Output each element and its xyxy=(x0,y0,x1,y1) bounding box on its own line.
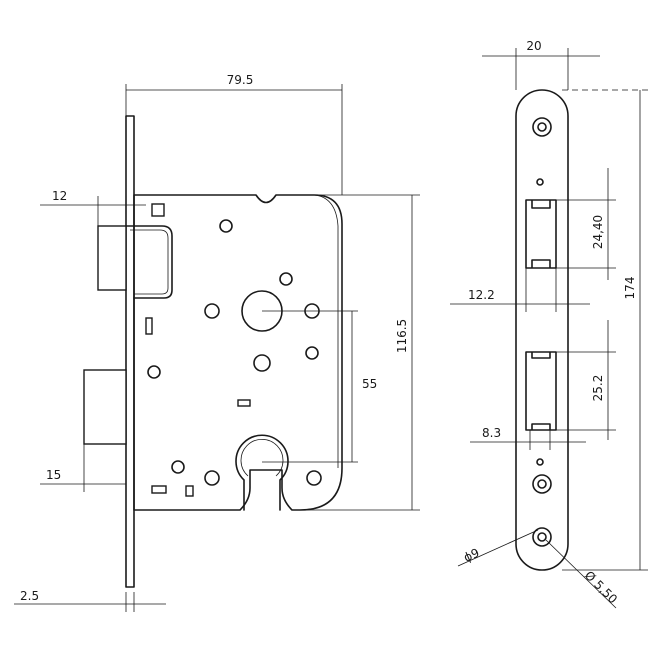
dim-backset-distance: 55 xyxy=(362,377,377,391)
dim-latch-offset: 12 xyxy=(52,189,67,203)
faceplate-pin-top xyxy=(536,178,544,186)
dim-faceplate-thickness: 2.5 xyxy=(20,589,39,603)
slot-small-1 xyxy=(237,399,251,407)
faceplate-hole-middle xyxy=(532,474,552,494)
dim-faceplate-height: 174 xyxy=(623,277,637,300)
right-view-dimensions: 20 174 24,40 12.2 25.2 8.3 ϕ9 Ø 5,50 xyxy=(450,39,648,609)
dim-bolt-slot-height: 25.2 xyxy=(591,375,605,402)
left-view-dimensions: 79.5 12 15 2.5 116.5 55 xyxy=(14,73,420,612)
faceplate-hole-bottom xyxy=(532,527,552,547)
dim-faceplate-width: 20 xyxy=(526,39,541,53)
bolt-slot xyxy=(525,351,557,431)
lock-case-outline xyxy=(133,194,343,511)
case-screw-holes xyxy=(147,219,322,486)
dim-case-height: 116.5 xyxy=(395,319,409,353)
dim-bolt-slot-width: 8.3 xyxy=(482,426,501,440)
faceplate-outline xyxy=(515,89,569,571)
case-inner-line xyxy=(313,194,339,468)
faceplate-front-view xyxy=(515,89,569,571)
faceplate-pin-bottom xyxy=(536,458,544,466)
dim-deadbolt-offset: 15 xyxy=(46,468,61,482)
dim-countersink-diameter: Ø 5,50 xyxy=(582,568,620,606)
slot-small-3 xyxy=(185,485,194,497)
latch-bolt xyxy=(97,203,173,335)
dim-hole-diameter: ϕ9 xyxy=(462,546,482,565)
dim-case-width: 79.5 xyxy=(227,73,254,87)
faceplate-strip xyxy=(125,115,135,588)
dim-latch-slot-height: 24,40 xyxy=(591,215,605,249)
dim-latch-slot-width: 12.2 xyxy=(468,288,495,302)
lock-body-side-view xyxy=(83,115,343,588)
faceplate-hole-top xyxy=(532,117,552,137)
latch-slot xyxy=(525,199,557,269)
cylinder-cutout xyxy=(235,434,289,511)
slot-small-2 xyxy=(151,485,167,494)
deadbolt xyxy=(83,369,127,445)
